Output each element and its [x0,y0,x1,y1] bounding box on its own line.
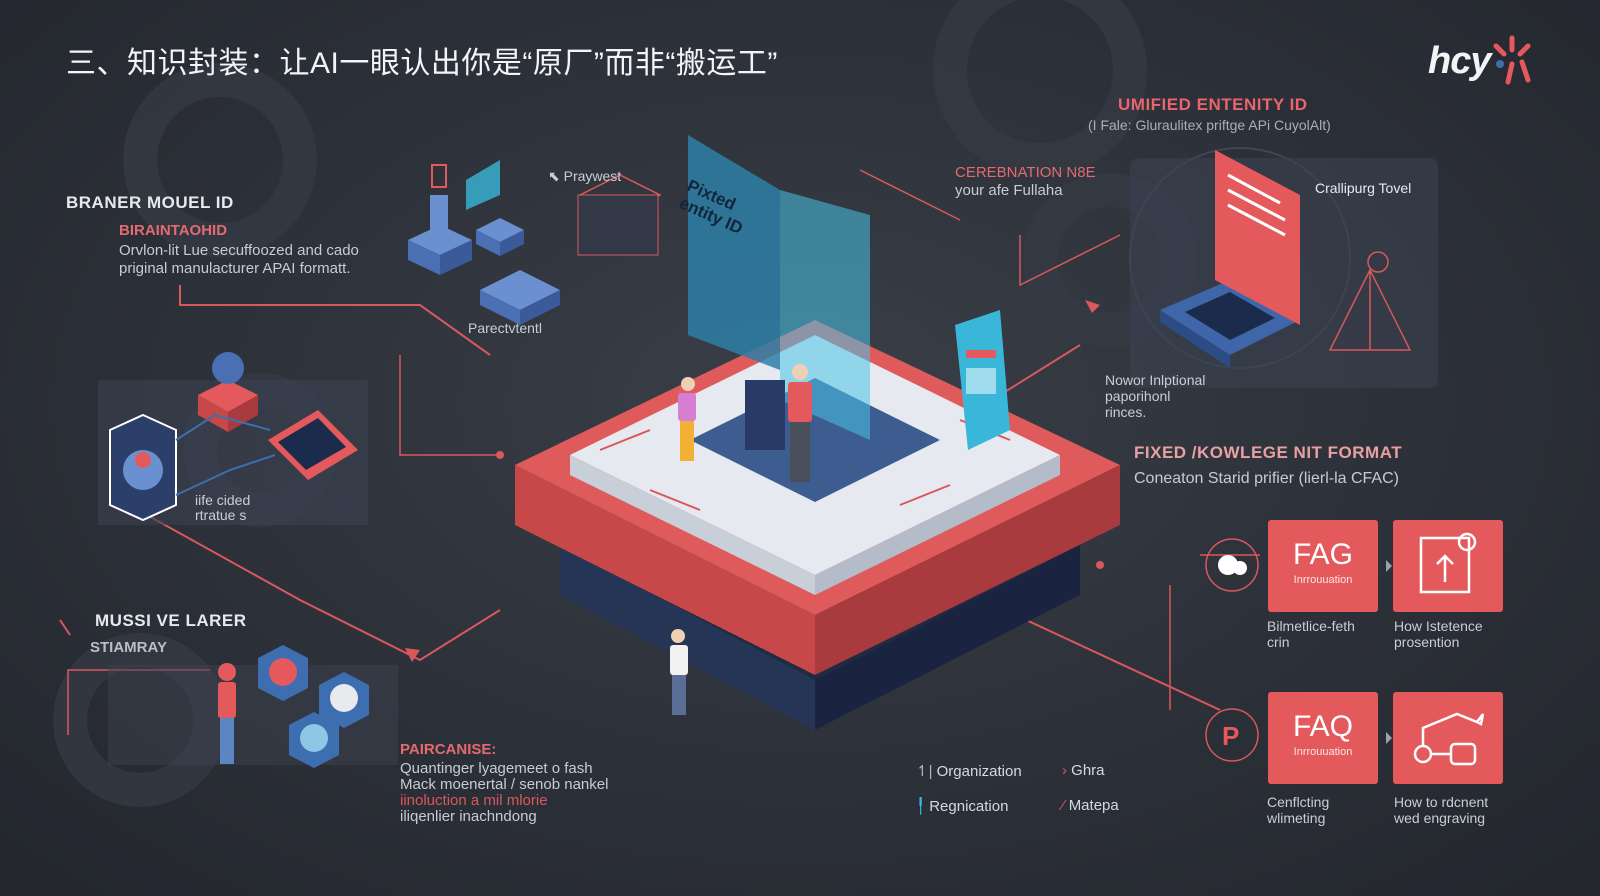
paircanise-line-3: iinoluction a mil mlorie [400,792,548,809]
paircanise-heading: PAIRCANISE: [400,741,497,758]
unified-card-label: Crallipurg Tovel [1315,180,1412,196]
fixed-format-sub: Coneaton Starid prifier (lierl-la CFAC) [1134,470,1399,487]
matepa-icon: ⁄ [1062,797,1069,814]
paircanise-line-4: iliqenlier inachndong [400,808,537,825]
cerebnation-heading: CEREBNATION N8E [955,164,1096,181]
cursor-icon: ⬉ [548,168,564,184]
legend-regnication: ╿ Regnication [916,798,1009,815]
legend-organization: ↿| Organization [916,763,1022,780]
organization-icon: ↿| [916,763,937,780]
regnication-icon: ╿ [916,798,930,815]
faq-right-2-caption-2: wed engraving [1394,810,1486,826]
faq-card-2-title: FAQ [1292,710,1353,743]
nowor-line-1: Nowor Inlptional [1105,372,1206,388]
key-link-icon [1413,712,1485,766]
faq-card-1-subtitle: Inrrouuation [1293,574,1353,586]
left-card-label-1: iife cided [195,492,251,508]
paircanise-line-1: Quantinger lyagemeet o fash [400,760,593,777]
paircanise-line-2: Mack moenertal / senob nankel [400,776,609,793]
brand-logo: hcy [1428,40,1491,82]
faq-card-1-title: FAG [1292,538,1353,571]
upload-document-icon [1419,532,1477,594]
cerebnation-sub: your afe Fullaha [955,182,1063,199]
brand-model-id-heading: BRANER MOUEL ID [66,193,234,212]
brand-model-id-desc-1: Orvlon-lit Lue secuffoozed and cado [119,242,359,259]
unified-entity-sub: (I Fale: Gluraulitex priftge APi CuyolAl… [1088,117,1331,133]
faq-right-1-caption-2: prosention [1394,634,1460,650]
faq-card-2-caption-2: wlimeting [1267,810,1326,826]
svg-text:P: P [1222,721,1239,751]
legend-matepa: ⁄ Matepa [1062,797,1119,814]
massive-layer-heading: MUSSI VE LARER [95,611,247,630]
faq-right-2-caption-1: How to rdcnent [1394,794,1489,810]
upload-document-card[interactable] [1393,520,1503,612]
brand-mark-icon [1493,35,1531,85]
faq-card-2-caption-1: Cenflcting [1267,794,1330,810]
ghra-icon: › [1062,762,1072,779]
faq-card-2-subtitle: Inrrouuation [1293,746,1353,758]
faq-card-1-caption-2: crin [1267,634,1290,650]
nowor-line-2: paporihonl [1105,388,1171,404]
faq-card-1-caption-1: Bilmetlice-feth [1267,618,1355,634]
faq-card-1[interactable]: FAG Inrrouuation [1268,520,1378,612]
key-link-card[interactable] [1393,692,1503,784]
left-card-label-2: rtratue s [195,507,247,523]
faq-right-1-caption-1: How Istetence [1394,618,1483,634]
unified-entity-heading: UMIFIED ENTENITY ID [1118,95,1308,114]
faq-card-2[interactable]: FAQ Inrrouuation [1268,692,1378,784]
brand-model-id-subheading: BIRAINTAOHID [119,222,228,239]
parectvtenti-label: Parectvtentl [468,320,542,336]
fixed-format-heading: FIXED /KOWLEGE NIT FORMAT [1134,443,1403,462]
legend-ghra: › Ghra [1062,762,1105,779]
page-title: 三、知识封装：让AI一眼认出你是“原厂”而非“搬运工” [66,47,778,80]
brand-model-id-desc-2: priginal manulacturer APAI formatt. [119,260,351,277]
nowor-line-3: rinces. [1105,404,1147,420]
massive-layer-subheading: STIAMRAY [90,639,167,656]
playwest-label: ⬉ Praywest [548,168,622,184]
